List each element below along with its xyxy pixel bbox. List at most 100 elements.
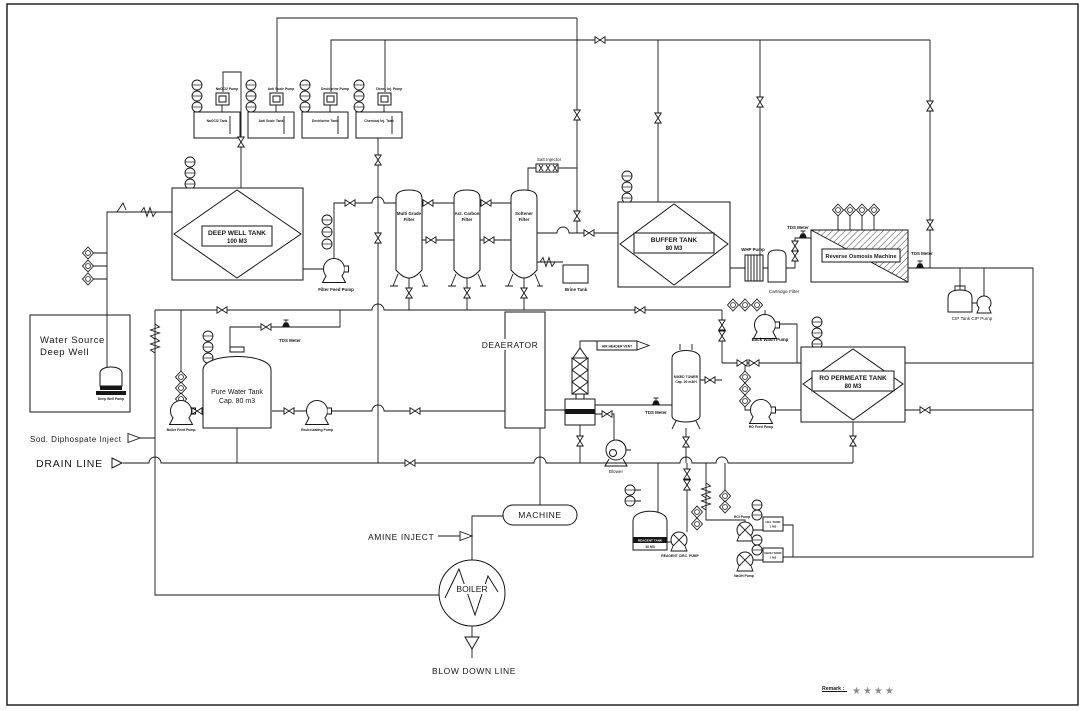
dosing-pump-icon (215, 92, 230, 106)
instrument-bubble-icon (321, 238, 333, 250)
gauge-diamond-icon (82, 246, 94, 260)
valve-icon (520, 287, 528, 299)
dosing-group-1: NaOCl2 Pump NaOCl2 Tank (191, 79, 241, 139)
softener-filter-label2: Filter (519, 217, 530, 222)
instrument-bubble-icon (184, 156, 196, 168)
rating-stars: ★★★★ (852, 686, 896, 697)
instrument-bubble-icon (353, 79, 365, 91)
reagent-tank-name: REAGENT TANK (638, 539, 663, 543)
deaerator-column (564, 347, 596, 426)
ro-machine-label: Reverse Osmosis Machine (826, 254, 897, 260)
hcl-dosing: HCl Pump HCL TANK 1 M3 (734, 499, 784, 542)
filter-feed-pump-label: Filter Feed Pump (318, 287, 354, 292)
deep-well-pump: Deep Well Pump (96, 366, 126, 401)
air-header-vent: AIR HEADER VENT (596, 340, 650, 351)
valve-icon (463, 287, 471, 299)
reagent-circ-pump-label: REAGENT CIRC. PUMP (661, 554, 699, 558)
reagent-tank: REAGENT TANK 10 M3 (624, 484, 668, 551)
dosing-tank-label: Anti Scale Tank (259, 119, 284, 123)
tds-meter-label: TDS Meter (787, 225, 809, 230)
dosing-groups: NaOCl2 Pump NaOCl2 Tank Anti Scale Pump … (191, 79, 403, 139)
water-source-label2: Deep Well (40, 347, 89, 358)
pump-icon (736, 551, 754, 572)
instrument-bubble-icon (202, 341, 214, 353)
dosing-tank (301, 111, 349, 139)
deaerator-box: DEAERATOR (480, 311, 546, 429)
hcl-pump-label: HCl Pump (734, 515, 750, 519)
brine-tank-label: Brine Tank (565, 287, 588, 292)
salt-injector-label: Salt Injector (537, 157, 562, 162)
instrument-bubble-icon (621, 170, 633, 182)
gauge-diamond-icon (844, 203, 856, 217)
dosing-pump-icon (269, 92, 284, 106)
valve-icon (237, 136, 245, 148)
cip-tank-pump: CIP Tank CIP Pump (947, 285, 993, 321)
dosing-pump-label: Dechlorine Pump (321, 87, 349, 91)
tds-meter-label: TDS Meter (911, 251, 933, 256)
valve-icon (191, 407, 203, 415)
valve-icon (718, 330, 726, 342)
dosing-tank (193, 111, 241, 139)
gauge-diamond-icon (691, 517, 703, 531)
blower-label: Blower (609, 469, 624, 474)
dosing-pump-inner (380, 95, 389, 103)
instrument-bubble-icon (245, 79, 257, 91)
valve-icon (594, 36, 606, 44)
valve-icon (704, 376, 716, 384)
mixed-tower-name: MIXED TOWER (674, 375, 699, 379)
pump-icon (322, 258, 349, 283)
reverse-osmosis-machine: Reverse Osmosis Machine (810, 203, 909, 283)
dosing-pump-label: Anti Scale Pump (268, 87, 295, 91)
gauge-diamond-icon (868, 203, 880, 217)
tds-meter-icon (915, 260, 925, 269)
boiler-feed-pump-label: Boiler Feed Pump (167, 428, 196, 432)
reagent-tank-capacity: 10 M3 (645, 545, 655, 549)
multi-grade-filter-label1: Multi Grade (397, 211, 422, 216)
deep-well-tank-capacity: 100 M3 (227, 239, 248, 245)
gauge-diamond-icon (82, 259, 94, 273)
instrument-bubble-icon (811, 327, 823, 339)
brine-tank: Brine Tank (562, 264, 589, 292)
water-source-deep-well: Water Source Deep Well Deep Well Pump (29, 246, 131, 413)
softener-filter-label1: Softener (515, 211, 533, 216)
instrument-bubble-icon (751, 544, 763, 556)
drawing-border (6, 3, 1079, 706)
gauge-diamond-icon (175, 381, 187, 395)
deep-well-tank: DEEP WELL TANK 100 M3 (171, 156, 323, 281)
valve-icon (718, 319, 726, 331)
pump-icon (670, 531, 688, 552)
instrument-bubble-icon (245, 90, 257, 102)
reagent-circ-pump: REAGENT CIRC. PUMP (661, 531, 699, 558)
valve-icon (849, 435, 857, 447)
whp-pump-label: WHP Pump (741, 247, 765, 252)
instrument-bubble-icon (202, 330, 214, 342)
valve-icon (483, 236, 495, 244)
buffer-tank-name: BUFFER TANK (651, 237, 698, 244)
naoh-pump-label: NaOH Pump (734, 574, 754, 578)
multi-grade-filter-label2: Filter (404, 217, 415, 222)
instrument-bubble-icon (299, 101, 311, 113)
machine: MACHINE (502, 504, 578, 526)
pump-icon (305, 400, 332, 425)
buffer-tank: BUFFER TANK 80 M3 (617, 170, 731, 288)
ro-permeate-tank: RO PERMEATE TANK 80 M3 (800, 316, 906, 423)
tds-meter-label: TDS Meter (279, 338, 301, 343)
drain-line: DRAIN LINE (36, 457, 124, 470)
drain-line-label: DRAIN LINE (36, 458, 103, 470)
valve-icon (404, 459, 416, 467)
back-wash-pump-label: Back Wash Pump (752, 337, 789, 342)
naoh-dosing: NaOH Pump NaOH TANK 1 M3 (734, 534, 784, 578)
boiler-label: BOILER (456, 584, 487, 594)
multi-grade-filter: Multi Grade Filter (390, 189, 428, 287)
amine-inject: AMINE INJECT (368, 531, 473, 542)
instrument-bubble-icon (321, 214, 333, 226)
blow-down-label: BLOW DOWN LINE (432, 666, 516, 676)
dosing-tank-label: NaOCl2 Tank (207, 119, 228, 123)
pure-water-tank-name: Pure Water Tank (211, 389, 263, 396)
dosing-group-3: Dechlorine Pump Dechlorine Tank (299, 79, 349, 139)
valve-icon (791, 240, 799, 252)
valve-icon (216, 306, 228, 314)
dosing-tank (247, 111, 295, 139)
recirculating-pump: Recirculating Pump (301, 400, 333, 432)
